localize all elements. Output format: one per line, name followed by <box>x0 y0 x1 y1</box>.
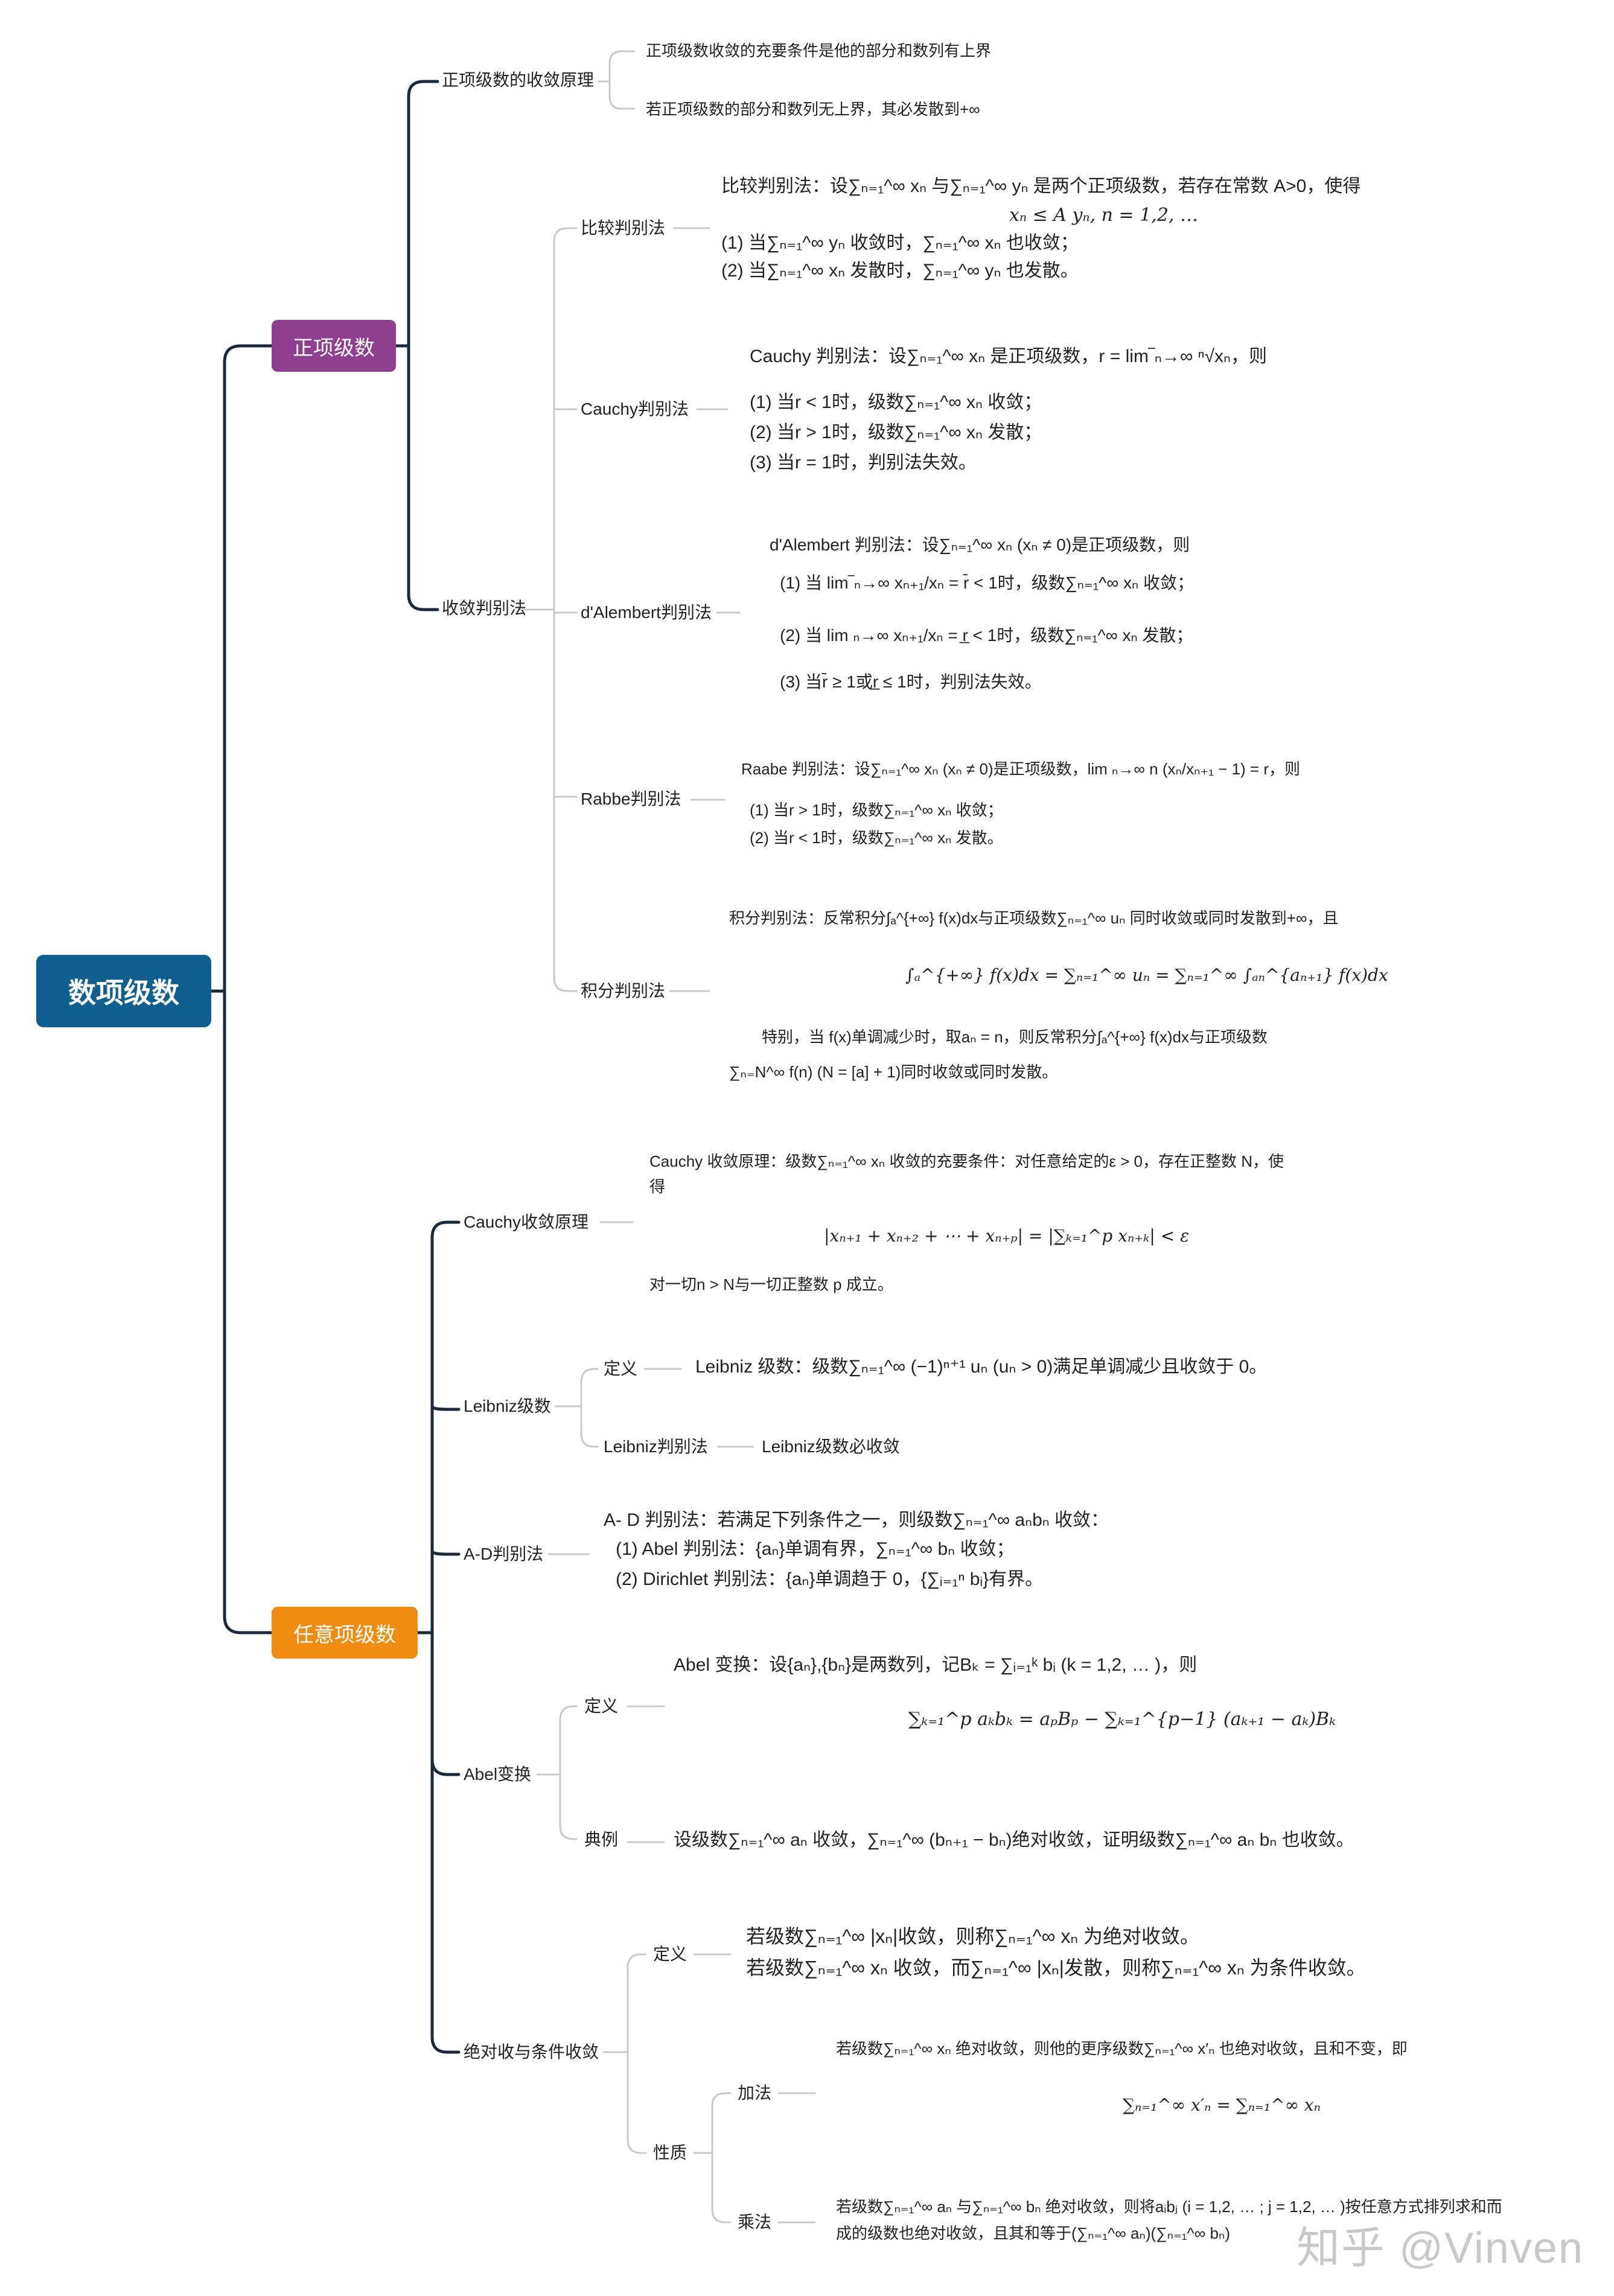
comparison-line-1: 比较判别法：设∑ₙ₌₁^∞ xₙ 与∑ₙ₌₁^∞ yₙ 是两个正项级数，若存在常… <box>721 176 1361 196</box>
absolute-definition-line-2: 若级数∑ₙ₌₁^∞ xₙ 收敛，而∑ₙ₌₁^∞ |xₙ|发散，则称∑ₙ₌₁^∞ … <box>746 1957 1366 1979</box>
node-leibniz-series[interactable]: Leibniz级数 <box>464 1397 551 1415</box>
addition-line-2: ∑ₙ₌₁^∞ x′ₙ = ∑ₙ₌₁^∞ xₙ <box>1123 2095 1321 2115</box>
ad-line-1: A- D 判别法：若满足下列条件之一，则级数∑ₙ₌₁^∞ aₙbₙ 收敛： <box>604 1510 1109 1530</box>
leibniz-definition: Leibniz 级数：级数∑ₙ₌₁^∞ (−1)ⁿ⁺¹ uₙ (uₙ > 0)满… <box>695 1357 1268 1377</box>
node-dalembert-test[interactable]: d'Alembert判别法 <box>581 603 712 622</box>
raabe-line-1: Raabe 判别法：设∑ₙ₌₁^∞ xₙ (xₙ ≠ 0)是正项级数，lim ₙ… <box>741 760 1300 778</box>
cauchy-test-line-1: Cauchy 判别法：设∑ₙ₌₁^∞ xₙ 是正项级数，r = lim‾ₙ→∞ … <box>750 346 1267 366</box>
node-cauchy-principle[interactable]: Cauchy收敛原理 <box>464 1213 589 1231</box>
raabe-line-3: (2) 当r < 1时，级数∑ₙ₌₁^∞ xₙ 发散。 <box>750 829 1003 847</box>
node-raabe-test[interactable]: Rabbe判别法 <box>581 789 681 808</box>
ad-line-2: (1) Abel 判别法：{aₙ}单调有界，∑ₙ₌₁^∞ bₙ 收敛； <box>616 1539 1015 1559</box>
dalembert-line-2: (1) 当 lim‾ₙ→∞ xₙ₊₁/xₙ = r̄ < 1时，级数∑ₙ₌₁^∞… <box>780 573 1194 592</box>
leibniz-test-label[interactable]: Leibniz判别法 <box>604 1437 708 1456</box>
comparison-line-2: xₙ ≤ A yₙ, n = 1,2, … <box>1009 205 1198 226</box>
convergence-principle-item-1: 正项级数收敛的充要条件是他的部分和数列有上界 <box>646 42 992 60</box>
abel-definition-line-2: ∑ₖ₌₁^p aₖbₖ = aₚBₚ − ∑ₖ₌₁^{p−1} (aₖ₊₁ − … <box>908 1709 1336 1730</box>
integral-line-4: ∑ₙ₌N^∞ f(n) (N = [a] + 1)同时收敛或同时发散。 <box>729 1063 1058 1081</box>
multiplication-line-2: 成的级数也绝对收敛，且其和等于(∑ₙ₌₁^∞ aₙ)(∑ₙ₌₁^∞ bₙ) <box>836 2224 1230 2242</box>
abel-example-text: 设级数∑ₙ₌₁^∞ aₙ 收敛，∑ₙ₌₁^∞ (bₙ₊₁ − bₙ)绝对收敛，证… <box>674 1830 1354 1850</box>
abel-example-label[interactable]: 典例 <box>584 1830 619 1849</box>
topic-positive-label: 正项级数 <box>293 336 375 360</box>
node-abel-transform[interactable]: Abel变换 <box>464 1765 532 1784</box>
comparison-line-4: (2) 当∑ₙ₌₁^∞ xₙ 发散时，∑ₙ₌₁^∞ yₙ 也发散。 <box>721 261 1079 281</box>
dalembert-line-4: (3) 当r̄ ≥ 1或r̲ ≤ 1时，判别法失效。 <box>780 672 1042 691</box>
dalembert-line-1: d'Alembert 判别法：设∑ₙ₌₁^∞ xₙ (xₙ ≠ 0)是正项级数，… <box>770 535 1190 554</box>
root-topic[interactable]: 数项级数 <box>36 955 211 1027</box>
cauchy-principle-line-4: 对一切n > N与一切正整数 p 成立。 <box>649 1275 893 1293</box>
addition-label[interactable]: 加法 <box>738 2084 772 2102</box>
cauchy-principle-line-3: |xₙ₊₁ + xₙ₊₂ + ⋯ + xₙ₊ₚ| = |∑ₖ₌₁^p xₙ₊ₖ|… <box>824 1226 1190 1246</box>
node-comparison-test[interactable]: 比较判别法 <box>581 218 666 237</box>
convergence-principle-item-2: 若正项级数的部分和数列无上界，其必发散到+∞ <box>646 100 980 118</box>
absolute-definition-line-1: 若级数∑ₙ₌₁^∞ |xₙ|收敛，则称∑ₙ₌₁^∞ xₙ 为绝对收敛。 <box>746 1925 1199 1947</box>
multiplication-line-1: 若级数∑ₙ₌₁^∞ aₙ 与∑ₙ₌₁^∞ bₙ 绝对收敛，则将aᵢbⱼ (i =… <box>836 2198 1502 2216</box>
absolute-properties-label[interactable]: 性质 <box>653 2143 687 2162</box>
absolute-definition-label[interactable]: 定义 <box>653 1945 687 1963</box>
watermark: 知乎 @Vinven <box>1297 2224 1584 2272</box>
cauchy-principle-line-2: 得 <box>649 1178 666 1196</box>
integral-line-3: 特别，当 f(x)单调减少时，取aₙ = n，则反常积分∫ₐ^{+∞} f(x)… <box>762 1028 1268 1046</box>
cauchy-test-line-2: (1) 当r < 1时，级数∑ₙ₌₁^∞ xₙ 收敛； <box>750 392 1042 412</box>
root-label: 数项级数 <box>68 977 179 1009</box>
node-integral-test[interactable]: 积分判别法 <box>581 981 666 1000</box>
comparison-line-3: (1) 当∑ₙ₌₁^∞ yₙ 收敛时，∑ₙ₌₁^∞ xₙ 也收敛； <box>721 233 1079 253</box>
node-cauchy-test[interactable]: Cauchy判别法 <box>581 400 689 418</box>
cauchy-test-line-4: (3) 当r = 1时，判别法失效。 <box>750 453 977 473</box>
integral-line-2: ∫ₐ^{+∞} f(x)dx = ∑ₙ₌₁^∞ uₙ = ∑ₙ₌₁^∞ ∫ₐₙ^… <box>905 965 1388 985</box>
leibniz-test-text: Leibniz级数必收敛 <box>762 1437 900 1456</box>
node-absolute-convergence[interactable]: 绝对收与条件收敛 <box>464 2042 599 2061</box>
addition-line-1: 若级数∑ₙ₌₁^∞ xₙ 绝对收敛，则他的更序级数∑ₙ₌₁^∞ x′ₙ 也绝对收… <box>836 2039 1408 2058</box>
topic-positive-series[interactable]: 正项级数 <box>272 320 396 372</box>
integral-line-1: 积分判别法：反常积分∫ₐ^{+∞} f(x)dx与正项级数∑ₙ₌₁^∞ uₙ 同… <box>729 909 1339 927</box>
abel-definition-line-1: Abel 变换：设{aₙ},{bₙ}是两数列，记Bₖ = ∑ᵢ₌₁ᵏ bᵢ (k… <box>674 1655 1198 1675</box>
leibniz-definition-label[interactable]: 定义 <box>604 1359 638 1378</box>
dalembert-line-3: (2) 当 lim ₙ→∞ xₙ₊₁/xₙ = r̲ < 1时，级数∑ₙ₌₁^∞… <box>780 626 1193 645</box>
cauchy-principle-line-1: Cauchy 收敛原理：级数∑ₙ₌₁^∞ xₙ 收敛的充要条件：对任意给定的ε … <box>649 1152 1284 1170</box>
node-convergence-tests[interactable]: 收敛判别法 <box>442 599 527 617</box>
multiplication-label[interactable]: 乘法 <box>738 2213 772 2231</box>
abel-definition-label[interactable]: 定义 <box>584 1697 619 1715</box>
ad-line-3: (2) Dirichlet 判别法：{aₙ}单调趋于 0，{∑ᵢ₌₁ⁿ bᵢ}有… <box>616 1569 1044 1589</box>
topic-arbitrary-label: 任意项级数 <box>293 1623 396 1647</box>
cauchy-test-line-3: (2) 当r > 1时，级数∑ₙ₌₁^∞ xₙ 发散； <box>750 423 1042 442</box>
raabe-line-2: (1) 当r > 1时，级数∑ₙ₌₁^∞ xₙ 收敛； <box>750 801 1003 819</box>
node-ad-test[interactable]: A-D判别法 <box>464 1545 544 1563</box>
topic-arbitrary-series[interactable]: 任意项级数 <box>272 1607 418 1659</box>
node-convergence-principle[interactable]: 正项级数的收敛原理 <box>442 71 595 89</box>
